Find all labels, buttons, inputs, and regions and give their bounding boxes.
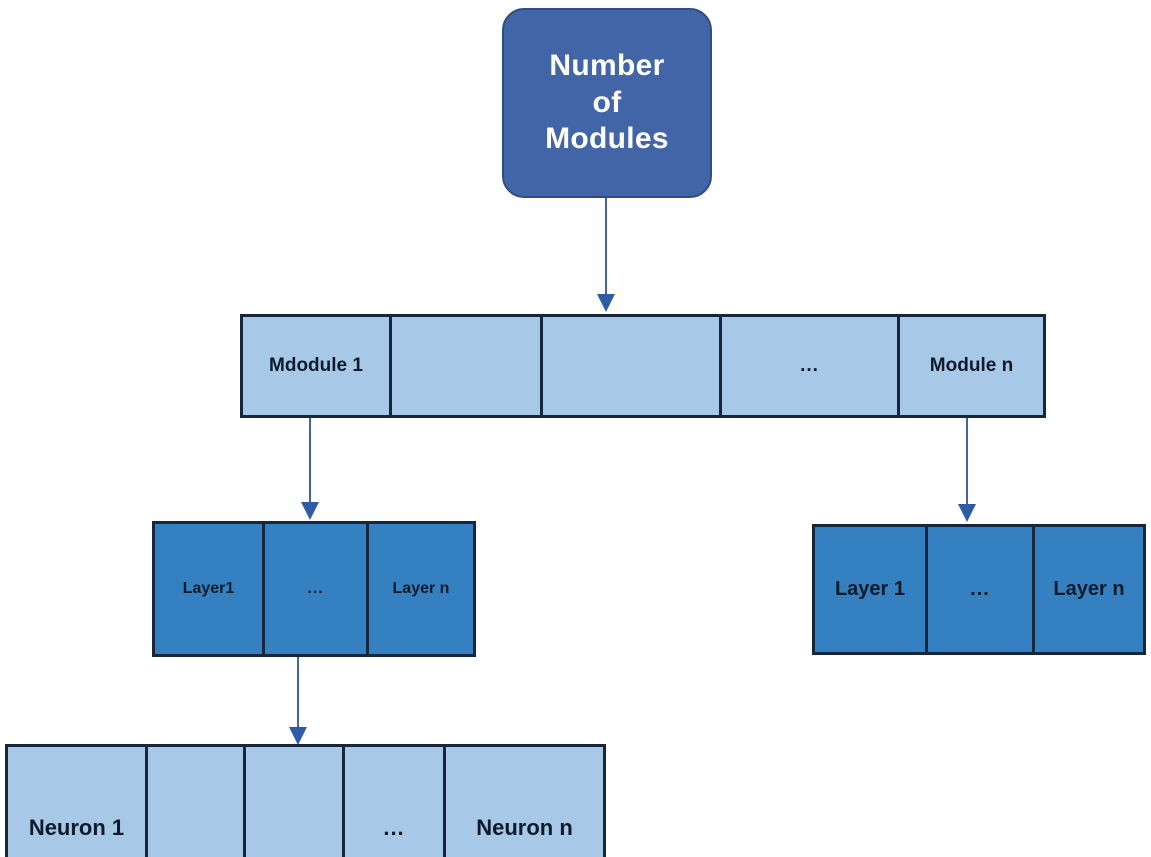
layers-left-row: Layer1 ... Layer n [152, 521, 476, 657]
arrow-head-icon [958, 504, 976, 522]
root-node-line-3: Modules [545, 122, 669, 156]
arrow-shaft [966, 418, 968, 504]
layer-right-cell-1[interactable]: Layer 1 [815, 527, 925, 652]
neuron-cell-ellipsis[interactable]: ... [342, 747, 443, 857]
layer-left-cell-ellipsis[interactable]: ... [262, 524, 366, 654]
module-cell-2[interactable] [389, 317, 540, 415]
neuron-cell-1[interactable]: Neuron 1 [8, 747, 145, 857]
arrow-shaft [309, 418, 311, 502]
layer-right-cell-ellipsis[interactable]: ... [925, 527, 1032, 652]
neurons-row: Neuron 1 ... Neuron n [5, 744, 606, 857]
root-node-line-2: of [592, 85, 622, 119]
arrow-shaft [297, 657, 299, 727]
neuron-cell-n[interactable]: Neuron n [443, 747, 603, 857]
module-cell-3[interactable] [540, 317, 719, 415]
layer-left-cell-1[interactable]: Layer1 [155, 524, 262, 654]
arrow-layers-to-neurons [288, 657, 308, 745]
modules-row: Mdodule 1 ... Module n [240, 314, 1046, 418]
neuron-cell-2[interactable] [145, 747, 243, 857]
arrow-head-icon [301, 502, 319, 520]
number-of-modules-node: Number of Modules [502, 8, 712, 198]
layers-right-row: Layer 1 ... Layer n [812, 524, 1146, 655]
arrow-module-n-to-layers [957, 418, 977, 522]
arrow-head-icon [289, 727, 307, 745]
arrow-number-of-modules-to-modules [596, 198, 616, 312]
layer-right-cell-n[interactable]: Layer n [1032, 527, 1143, 652]
arrow-shaft [605, 198, 607, 294]
neuron-cell-3[interactable] [243, 747, 342, 857]
arrow-module-1-to-layers [300, 418, 320, 520]
root-node-line-1: Number [549, 49, 665, 83]
module-cell-n[interactable]: Module n [897, 317, 1043, 415]
layer-left-cell-n[interactable]: Layer n [366, 524, 473, 654]
module-cell-ellipsis[interactable]: ... [719, 317, 897, 415]
arrow-head-icon [597, 294, 615, 312]
module-cell-1[interactable]: Mdodule 1 [243, 317, 389, 415]
